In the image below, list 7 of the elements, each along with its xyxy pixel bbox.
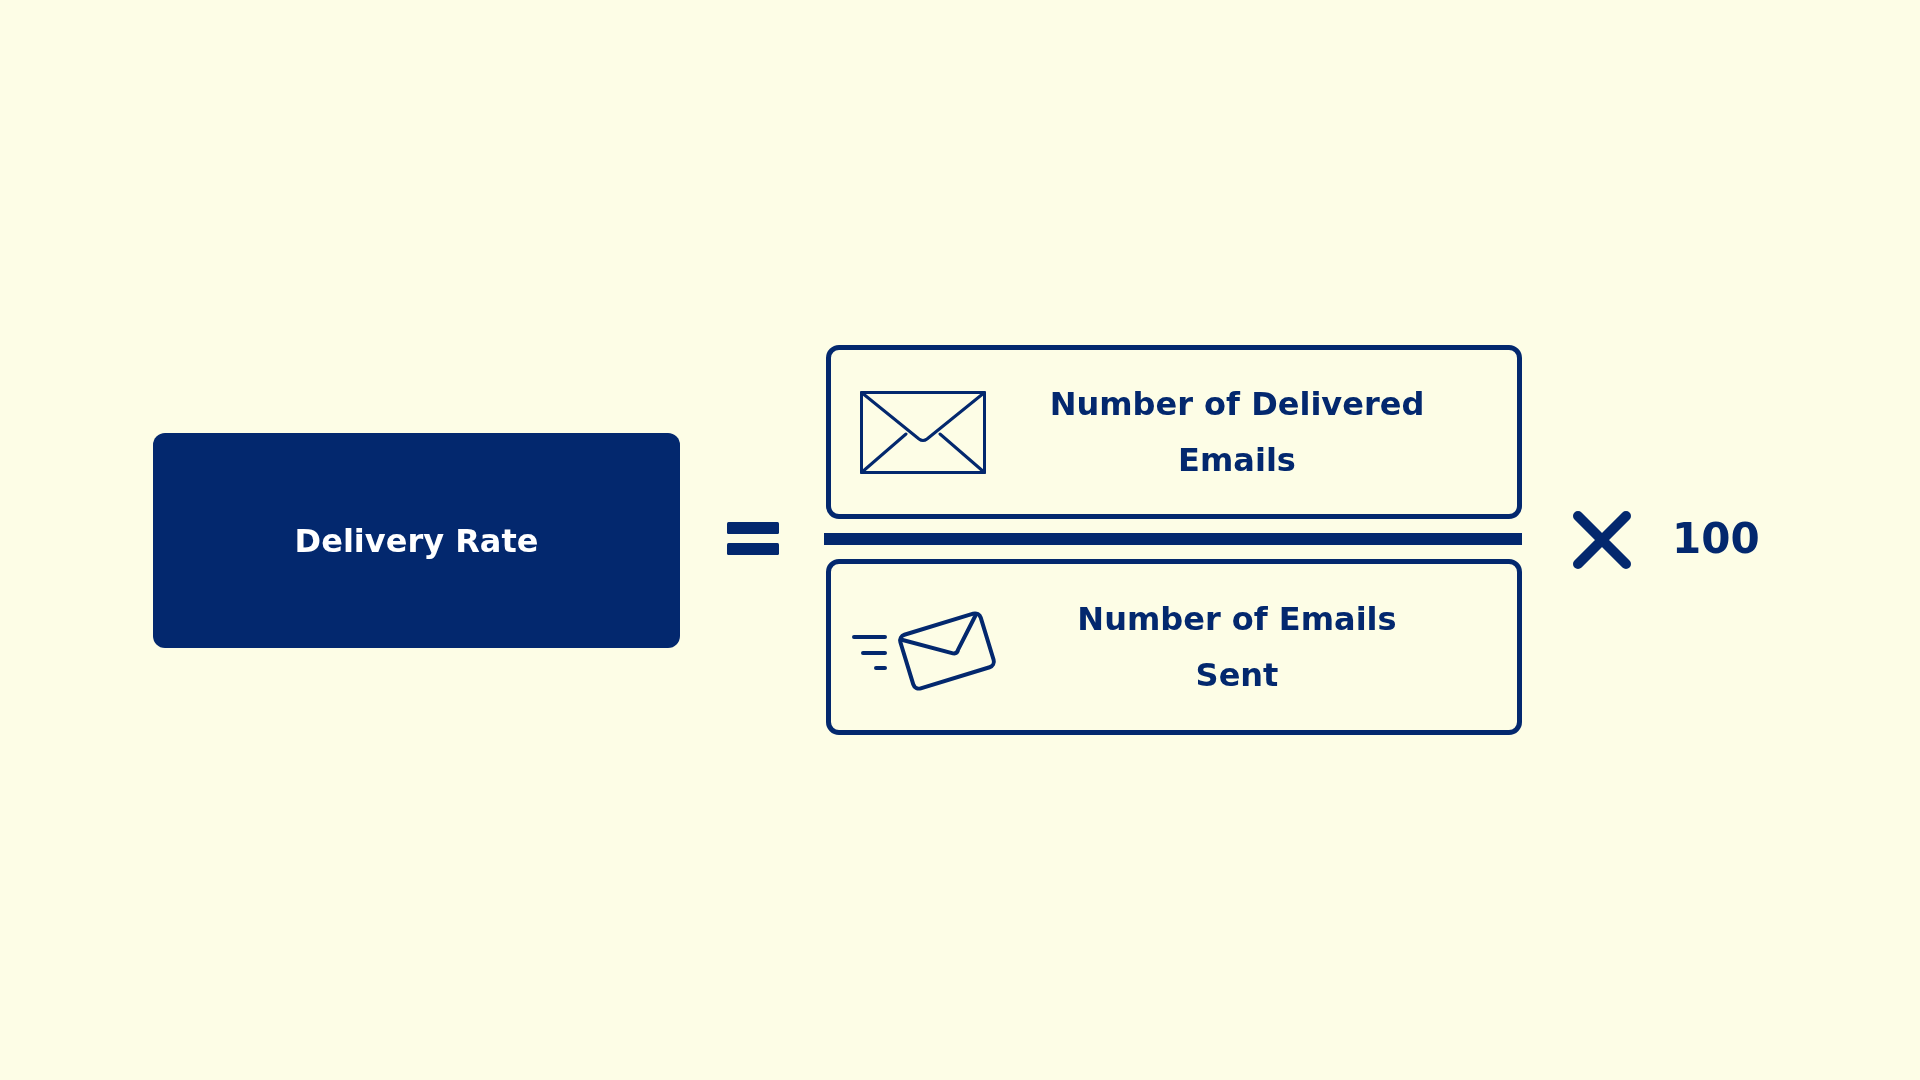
denominator-label: Number of Emails Sent [1076,599,1398,696]
numerator-label: Number of Delivered Emails [1048,384,1426,481]
result-label: Delivery Rate [293,521,540,562]
multiplier-number: 100 [1672,513,1760,565]
denominator-box [826,559,1522,735]
numerator-box [826,345,1522,519]
result-box [153,433,680,648]
